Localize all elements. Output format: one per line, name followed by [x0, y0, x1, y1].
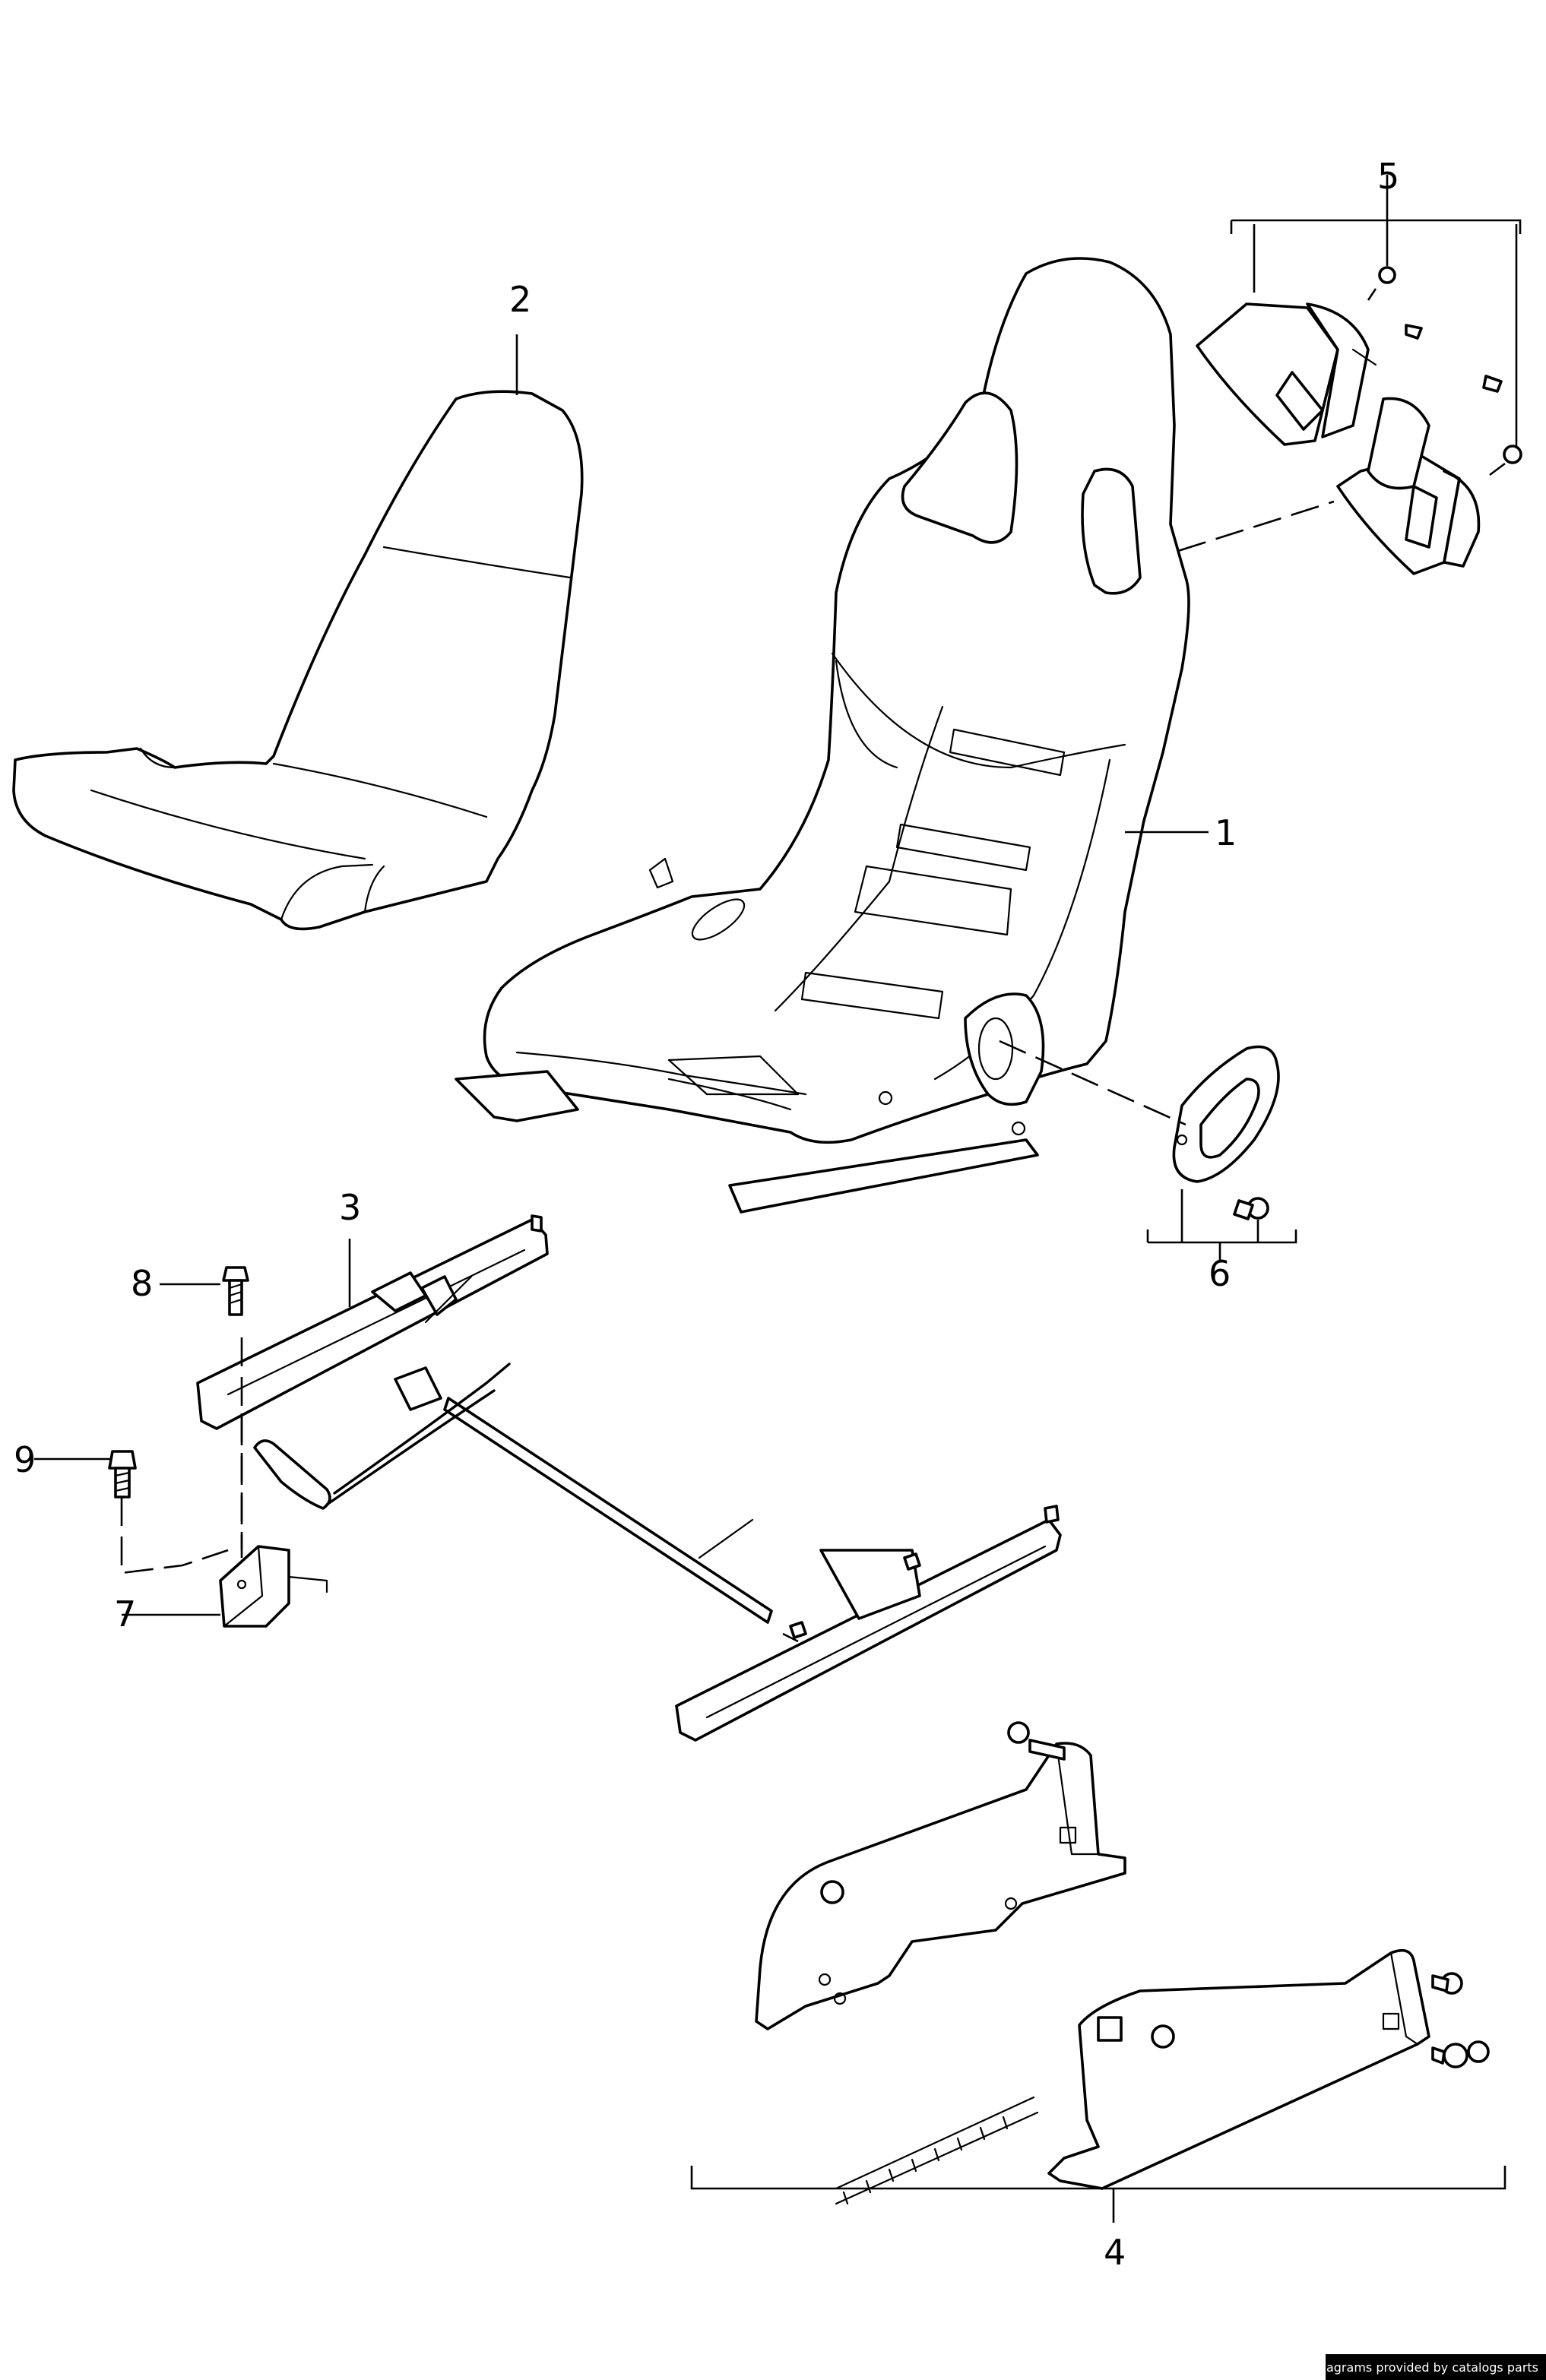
- callout-5: 5: [1377, 156, 1399, 197]
- screw-part: [222, 1266, 249, 1316]
- bracket-part: [219, 1545, 328, 1628]
- assembly-lines: [120, 500, 1335, 1643]
- callout-3: 3: [339, 1187, 361, 1228]
- seat-rail-part: [196, 1214, 1062, 1742]
- credit-text: Diagrams provided by catalogs parts: [1313, 2360, 1538, 2375]
- callout-1: 1: [1215, 812, 1237, 853]
- callout-6: 6: [1209, 1253, 1231, 1294]
- trim-ring-part: [1172, 1045, 1280, 1220]
- shell-cover-part: [1196, 266, 1522, 575]
- callout-2: 2: [509, 279, 531, 320]
- bucket-seat-part: [455, 257, 1190, 1214]
- seat-cushion-part: [12, 390, 584, 931]
- mounting-bracket-part: [755, 1721, 1490, 2205]
- bolt-part: [108, 1450, 137, 1499]
- callout-labels: 1 2 3 4 5 6 7 8 9: [14, 156, 1399, 2273]
- credit-bar: [1326, 2354, 1546, 2380]
- leader-lines: [34, 175, 1522, 2223]
- callout-7: 7: [114, 1594, 136, 1635]
- callout-4: 4: [1104, 2232, 1126, 2273]
- callout-9: 9: [14, 1439, 36, 1480]
- callout-8: 8: [131, 1263, 153, 1304]
